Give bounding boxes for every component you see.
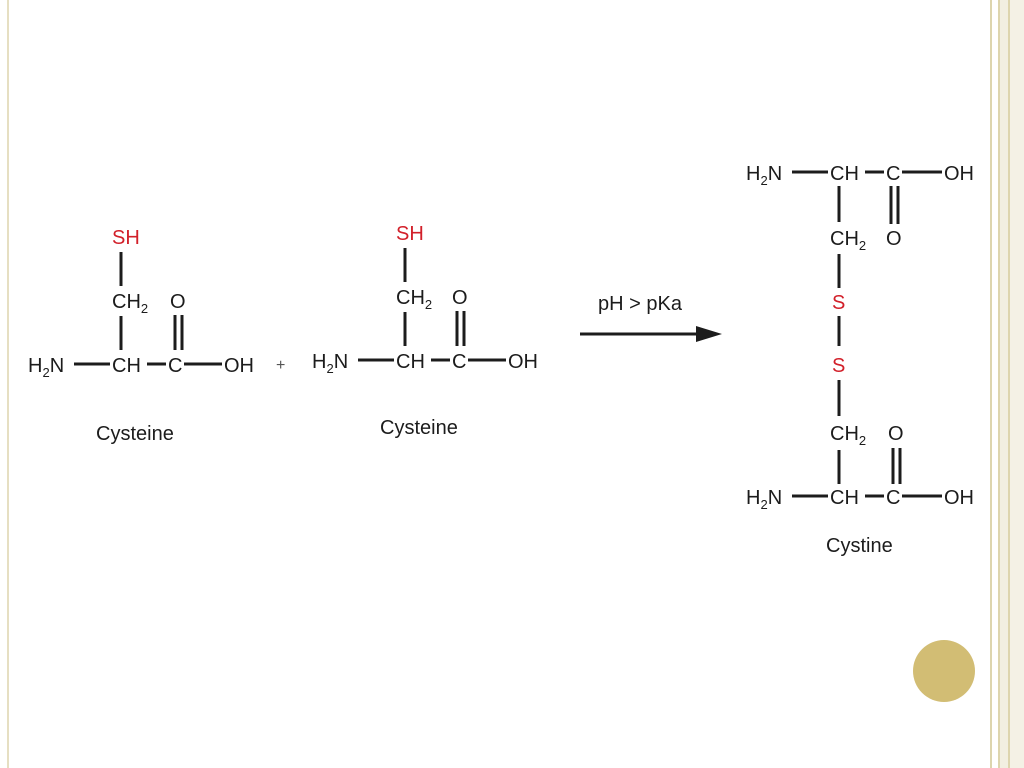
alpha-carbon-bottom: CH: [830, 487, 859, 509]
alpha-carbon-top: CH: [830, 163, 859, 185]
carboxyl-carbon: C: [168, 355, 182, 377]
hydroxyl-group-top: OH: [944, 163, 974, 185]
hydroxyl-group: OH: [224, 355, 254, 377]
molecule-name: Cysteine: [380, 417, 458, 439]
thiol-group: SH: [112, 227, 140, 249]
thiol-group: SH: [396, 223, 424, 245]
cysteine-molecule-1: SH CH2 O H2N CH C OH Cysteine: [28, 227, 254, 445]
arrow-head: [696, 326, 722, 342]
slide-frame-left: [7, 0, 9, 768]
alpha-carbon: CH: [112, 355, 141, 377]
molecule-name: Cysteine: [96, 423, 174, 445]
hydroxyl-group: OH: [508, 351, 538, 373]
carboxyl-carbon-bottom: C: [886, 487, 900, 509]
methylene-group: CH2: [396, 287, 432, 312]
carbonyl-oxygen: O: [170, 291, 186, 313]
sulfur-atom-1: S: [832, 292, 845, 314]
amino-group: H2N: [28, 355, 64, 380]
slide-frame-right: [978, 0, 1024, 768]
methylene-group-top: CH2: [830, 228, 866, 253]
methylene-group: CH2: [112, 291, 148, 316]
methylene-group-bottom: CH2: [830, 423, 866, 448]
carboxyl-carbon: C: [452, 351, 466, 373]
reaction-condition: pH > pKa: [598, 293, 683, 315]
amino-group: H2N: [312, 351, 348, 376]
carboxyl-carbon-top: C: [886, 163, 900, 185]
decorative-circle: [913, 640, 975, 702]
carbonyl-oxygen: O: [452, 287, 468, 309]
cystine-molecule: H2N CH C OH O CH2 S S CH2 O H2N: [746, 163, 974, 557]
alpha-carbon: CH: [396, 351, 425, 373]
hydroxyl-group-bottom: OH: [944, 487, 974, 509]
carbonyl-oxygen-bottom: O: [888, 423, 904, 445]
cysteine-molecule-2: SH CH2 O H2N CH C OH Cysteine: [312, 223, 538, 439]
amino-group-top: H2N: [746, 163, 782, 188]
plus-sign: +: [276, 357, 285, 374]
molecule-name: Cystine: [826, 535, 893, 557]
sulfur-atom-2: S: [832, 355, 845, 377]
reaction-arrow: pH > pKa: [580, 293, 722, 342]
amino-group-bottom: H2N: [746, 487, 782, 512]
carbonyl-oxygen-top: O: [886, 228, 902, 250]
